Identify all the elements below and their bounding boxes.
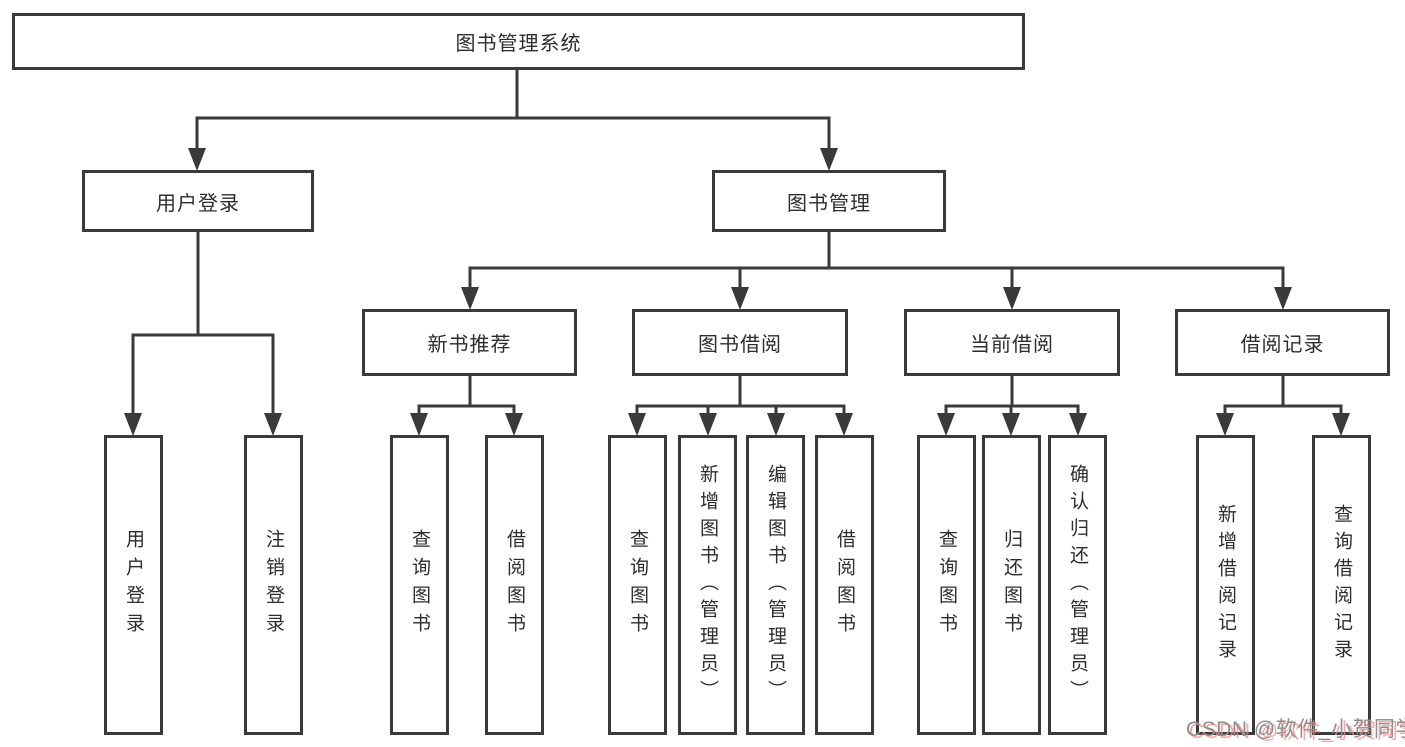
node-leaf-query-books-current: 查询图书: [917, 435, 976, 735]
node-label: 当前借阅: [970, 334, 1054, 356]
node-new-book-recommend: 新书推荐: [362, 309, 577, 376]
node-label: 图书管理系统: [455, 33, 582, 55]
node-current-borrowing: 当前借阅: [904, 309, 1120, 376]
node-label: 查询图书: [936, 529, 957, 641]
node-label: 借阅记录: [1240, 334, 1325, 356]
connector-root-to-level1: [188, 70, 838, 171]
node-label: 查询图书: [627, 529, 648, 641]
node-label: 借阅图书: [834, 529, 855, 641]
node-label: 注销登录: [263, 529, 284, 641]
node-leaf-confirm-return-admin: 确认归还（管理员）: [1048, 435, 1107, 735]
node-label: 新增图书（管理员）: [697, 463, 718, 707]
node-leaf-query-books-newbook: 查询图书: [390, 435, 449, 735]
connector-management-to-level2: [461, 232, 1292, 310]
node-book-borrowing: 图书借阅: [632, 309, 848, 376]
node-label: 图书借阅: [698, 334, 782, 356]
connector-current-to-leaves: [937, 376, 1087, 436]
connector-borrow-to-leaves: [628, 376, 853, 436]
node-book-management: 图书管理: [712, 170, 946, 232]
node-leaf-edit-books-admin: 编辑图书（管理员）: [746, 435, 805, 735]
node-leaf-logout: 注销登录: [244, 435, 303, 735]
node-borrow-records: 借阅记录: [1175, 309, 1390, 376]
node-library-management-system: 图书管理系统: [12, 13, 1025, 70]
node-label: 查询借阅记录: [1331, 504, 1352, 666]
node-label: 用户登录: [156, 192, 240, 215]
node-leaf-query-books-borrow: 查询图书: [608, 435, 667, 735]
node-label: 查询图书: [409, 529, 430, 641]
node-leaf-query-borrow-record: 查询借阅记录: [1312, 435, 1371, 735]
connector-newbook-to-leaves: [410, 376, 523, 436]
csdn-watermark: CSDN @软件_小贺同学: [1186, 718, 1405, 741]
node-leaf-borrow-books: 借阅图书: [815, 435, 874, 735]
node-leaf-add-books-admin: 新增图书（管理员）: [678, 435, 737, 735]
node-label: 新增借阅记录: [1215, 504, 1236, 666]
node-label: 用户登录: [123, 529, 144, 641]
node-user-login: 用户登录: [82, 170, 314, 232]
connector-records-to-leaves: [1216, 376, 1350, 436]
node-leaf-add-borrow-record: 新增借阅记录: [1196, 435, 1255, 735]
node-label: 归还图书: [1001, 529, 1022, 641]
node-label: 编辑图书（管理员）: [765, 463, 786, 707]
node-label: 图书管理: [787, 192, 871, 215]
node-leaf-borrow-books-newbook: 借阅图书: [485, 435, 544, 735]
node-label: 借阅图书: [504, 529, 525, 641]
node-label: 确认归还（管理员）: [1067, 463, 1088, 707]
node-leaf-user-login: 用户登录: [104, 435, 163, 735]
node-leaf-return-books: 归还图书: [982, 435, 1041, 735]
node-label: 新书推荐: [427, 334, 512, 356]
connector-login-to-leaves: [124, 232, 282, 436]
